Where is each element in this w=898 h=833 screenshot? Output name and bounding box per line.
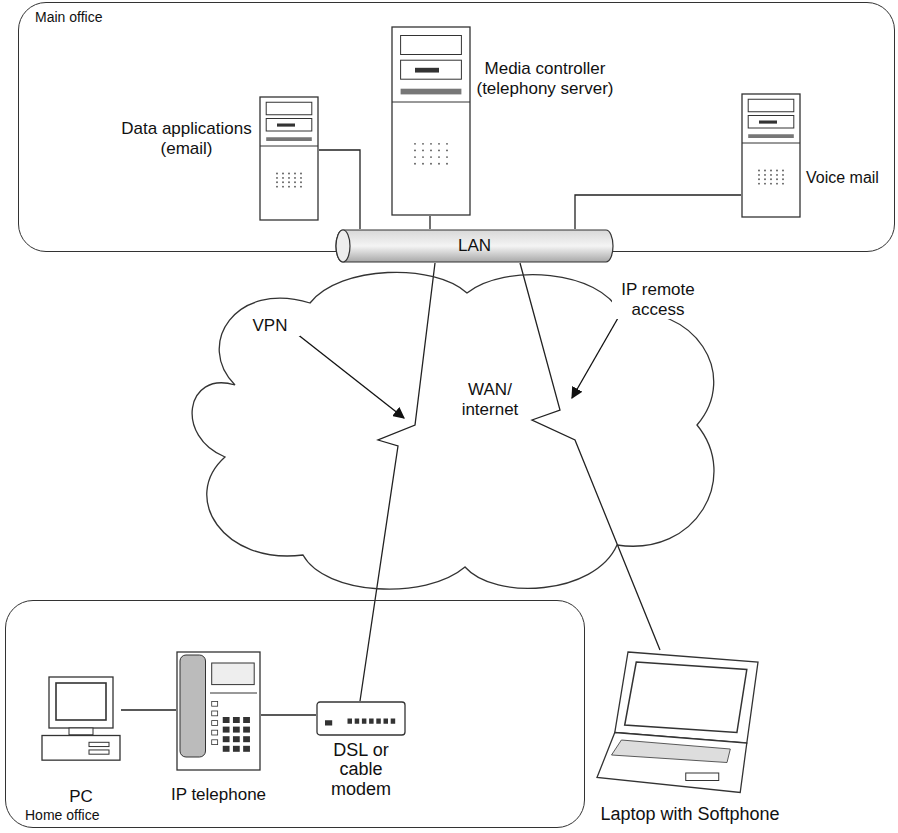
office-region: Main officeData applications (email) Medi…	[18, 2, 895, 252]
label-holder: Main office	[35, 9, 175, 25]
node-label: Media controller (telephony server)	[475, 59, 615, 98]
callout-label: IP remote access	[612, 280, 704, 319]
network-link	[360, 263, 435, 701]
network-link	[575, 195, 741, 229]
modem-icon: DSL or cable modem	[316, 701, 406, 736]
ip-phone-icon-drawing	[176, 651, 261, 771]
label-holder: IP telephone	[156, 785, 281, 805]
network-link	[520, 263, 660, 650]
pc-icon-drawing	[41, 676, 121, 761]
label-holder: Data applications (email)	[119, 119, 254, 158]
label-holder: WAN/ internet	[460, 380, 520, 419]
laptop-icon-drawing	[595, 650, 760, 800]
node-label: LAN	[458, 236, 491, 256]
node-label: PC	[46, 787, 116, 807]
node-label: Home office	[25, 807, 165, 823]
server-tower-drawing	[391, 26, 471, 216]
label-holder: DSL or cable modem	[331, 741, 391, 799]
network-link	[429, 216, 430, 229]
leader-line	[292, 330, 404, 418]
node-label: WAN/ internet	[460, 380, 520, 419]
label-holder: Voice mail	[806, 169, 891, 187]
office-region: Home officePCIP telephoneDSL or cable mo…	[5, 600, 585, 828]
node-label: DSL or cable modem	[331, 741, 391, 799]
label-holder: Laptop with Softphone	[580, 804, 800, 825]
server-tower: Data applications (email)	[259, 96, 319, 221]
node-label: Data applications (email)	[119, 119, 254, 158]
pc-icon: PC	[41, 676, 121, 761]
label-holder: Media controller (telephony server)	[475, 59, 615, 98]
network-link	[261, 714, 316, 715]
node-label: Laptop with Softphone	[580, 804, 800, 825]
node-label: IP telephone	[156, 785, 281, 805]
server-tower: Voice mail	[741, 93, 801, 218]
server-tower: Media controller (telephony server)	[391, 26, 471, 216]
network-link	[319, 150, 360, 229]
network-link	[121, 709, 176, 710]
label-holder: Home office	[25, 807, 165, 823]
server-tower-drawing	[741, 93, 801, 218]
ip-phone-icon: IP telephone	[176, 651, 261, 771]
lan-bus: LAN	[336, 229, 613, 263]
node-label: Main office	[35, 9, 175, 25]
laptop-icon: Laptop with Softphone	[595, 650, 760, 800]
node-label: Voice mail	[806, 169, 891, 187]
modem-icon-drawing	[316, 701, 406, 736]
server-tower-drawing	[259, 96, 319, 221]
label-holder: PC	[46, 787, 116, 807]
label-holder: VPN	[240, 316, 300, 336]
label-holder: IP remote access	[612, 280, 704, 319]
callout-label: VPN	[240, 316, 300, 336]
leader-line	[572, 318, 618, 398]
